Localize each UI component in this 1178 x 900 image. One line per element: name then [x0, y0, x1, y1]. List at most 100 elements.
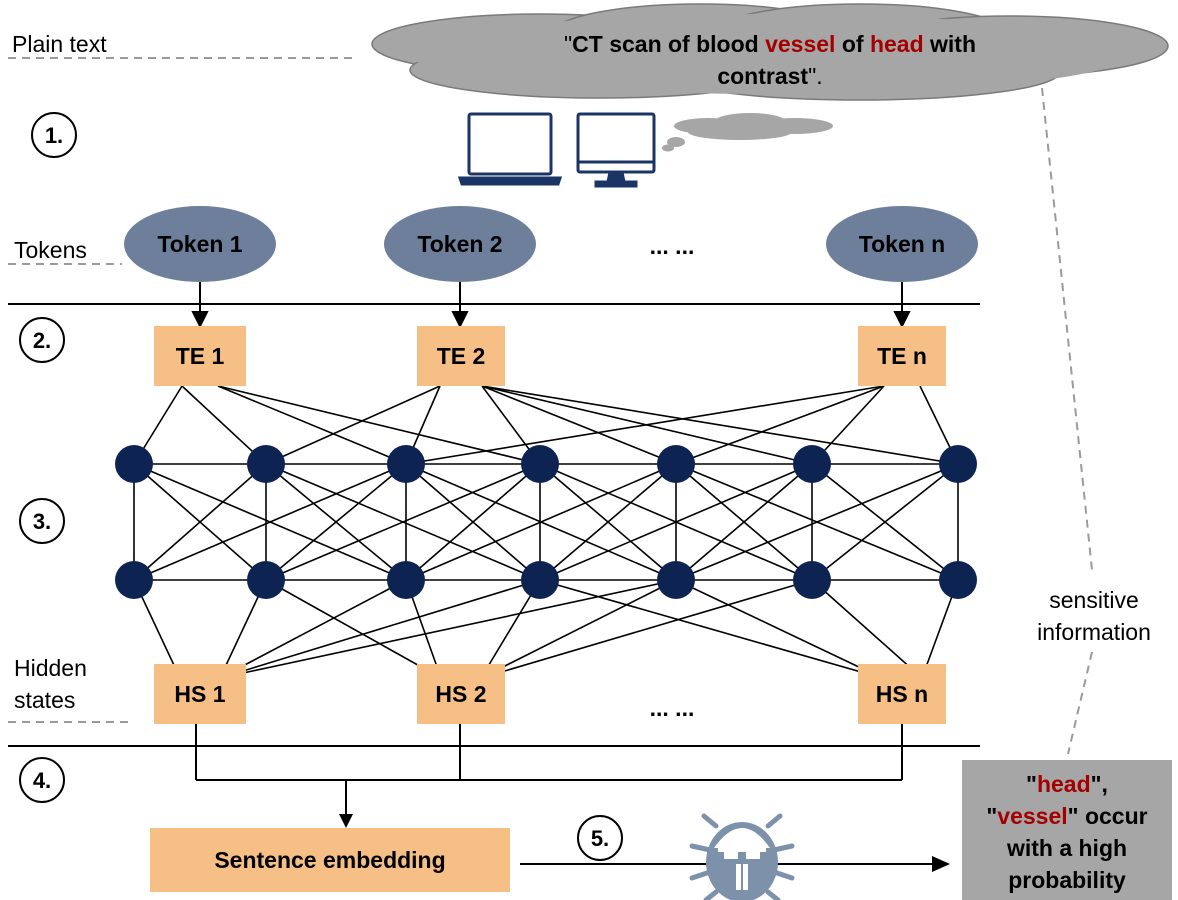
- node-to-hs-edge: [219, 579, 407, 679]
- network-node: [657, 445, 695, 483]
- token-2-label: Token 2: [417, 231, 502, 257]
- te-1-box: [154, 326, 246, 386]
- layer-edge: [265, 463, 407, 581]
- thought-cloud-icon: [662, 113, 833, 152]
- network-node: [793, 445, 831, 483]
- cloud-word-vessel: vessel: [765, 31, 835, 57]
- network-node: [793, 561, 831, 599]
- step-5-circle: [577, 815, 623, 861]
- cloud-text-segment: contrast: [717, 63, 808, 89]
- te-to-node-edge: [481, 385, 959, 465]
- layer-edge: [405, 463, 677, 581]
- step-markers: [19, 112, 623, 861]
- layer-edge: [539, 463, 677, 581]
- te-2-box: [417, 326, 505, 386]
- result-line1: "head",: [1026, 771, 1108, 797]
- result-text-segment: ": [1026, 771, 1037, 797]
- result-text-segment: ",: [1091, 771, 1108, 797]
- hs-n-label: HS n: [876, 681, 928, 707]
- sentence-embedding-box: [150, 828, 510, 892]
- layer-edge: [675, 463, 813, 581]
- leaked-result-box: [962, 760, 1172, 900]
- sentence-embedding-label: Sentence embedding: [214, 847, 445, 873]
- step-4-label: 4.: [33, 768, 51, 793]
- node-to-hs-edge: [265, 579, 442, 679]
- cloud-text-line2: contrast".: [717, 63, 822, 89]
- result-line3: with a high: [1006, 835, 1127, 861]
- hs-n-box: [858, 664, 946, 724]
- hs-boxes: [154, 664, 946, 724]
- sensitive-link-top: [1041, 87, 1093, 571]
- te-to-node-edge: [481, 385, 677, 465]
- result-text-segment: ": [986, 803, 997, 829]
- step-3-label: 3.: [33, 509, 51, 534]
- network-node: [387, 445, 425, 483]
- layer-edge: [811, 463, 959, 581]
- layer-edge: [675, 463, 959, 581]
- result-text-segment: " occur: [1068, 803, 1148, 829]
- network-node: [521, 561, 559, 599]
- network-node: [939, 561, 977, 599]
- aggregation-arrowhead: [339, 814, 353, 828]
- token-2-ellipse: [384, 206, 536, 282]
- step-2-circle: [19, 317, 65, 363]
- te-to-node-edge: [675, 385, 885, 465]
- layer-edge: [133, 463, 407, 581]
- tokens-ellipsis: ... ...: [650, 233, 695, 259]
- te-to-node-edge: [405, 385, 885, 465]
- network-node: [115, 445, 153, 483]
- cloud-quote-close: ".: [808, 63, 823, 89]
- network-node: [387, 561, 425, 599]
- cloud-word-head: head: [870, 31, 924, 57]
- network-node: [657, 561, 695, 599]
- network-node: [115, 561, 153, 599]
- network-node: [247, 445, 285, 483]
- cloud-text-segment: CT scan of blood: [572, 31, 765, 57]
- te-2-label: TE 2: [437, 343, 486, 369]
- te-n-box: [858, 326, 946, 386]
- network-connections: [133, 385, 959, 679]
- tokens-label: Tokens: [14, 237, 87, 263]
- result-word-vessel: vessel: [997, 803, 1067, 829]
- token-n-label: Token n: [859, 231, 945, 257]
- step-1-circle: [31, 112, 77, 158]
- te-boxes: [154, 326, 946, 386]
- hs-2-label: HS 2: [435, 681, 486, 707]
- step-4-circle: [19, 757, 65, 803]
- sensitive-information-label-line2: information: [1037, 619, 1151, 645]
- plain-text-cloud: [371, 3, 1169, 101]
- te-to-node-edge: [265, 385, 441, 465]
- cloud-text-segment: of: [835, 31, 870, 57]
- node-to-hs-edge: [811, 579, 923, 679]
- dashed-guides: [8, 57, 1093, 755]
- plain-text-label: Plain text: [12, 31, 107, 57]
- node-to-hs-edge: [219, 579, 677, 679]
- te-1-label: TE 1: [176, 343, 225, 369]
- te-n-label: TE n: [877, 343, 927, 369]
- token-1-ellipse: [124, 206, 276, 282]
- sensitive-link-bottom: [1067, 651, 1093, 755]
- step-3-circle: [19, 498, 65, 544]
- te-to-node-edge: [181, 385, 267, 465]
- token-ellipses: [124, 206, 978, 282]
- layer-edge: [405, 463, 541, 581]
- node-to-hs-edge: [480, 579, 813, 679]
- hs-1-box: [154, 664, 246, 724]
- network-node: [521, 445, 559, 483]
- node-to-hs-edge: [480, 579, 677, 679]
- node-to-hs-edge: [219, 579, 541, 679]
- network-node: [939, 445, 977, 483]
- cloud-text-segment: with: [924, 31, 976, 57]
- layer-edge: [539, 463, 813, 581]
- laptop-icon: [457, 112, 563, 186]
- node-to-hs-edge: [480, 579, 541, 679]
- network-node: [247, 561, 285, 599]
- hs-2-box: [417, 664, 505, 724]
- token-n-ellipse: [826, 206, 978, 282]
- result-line2: "vessel" occur: [986, 803, 1147, 829]
- te-to-node-edge: [217, 385, 407, 465]
- hidden-states-label-line2: states: [14, 687, 75, 713]
- cloud-quote-open: ": [564, 31, 572, 57]
- node-to-hs-edge: [539, 579, 883, 679]
